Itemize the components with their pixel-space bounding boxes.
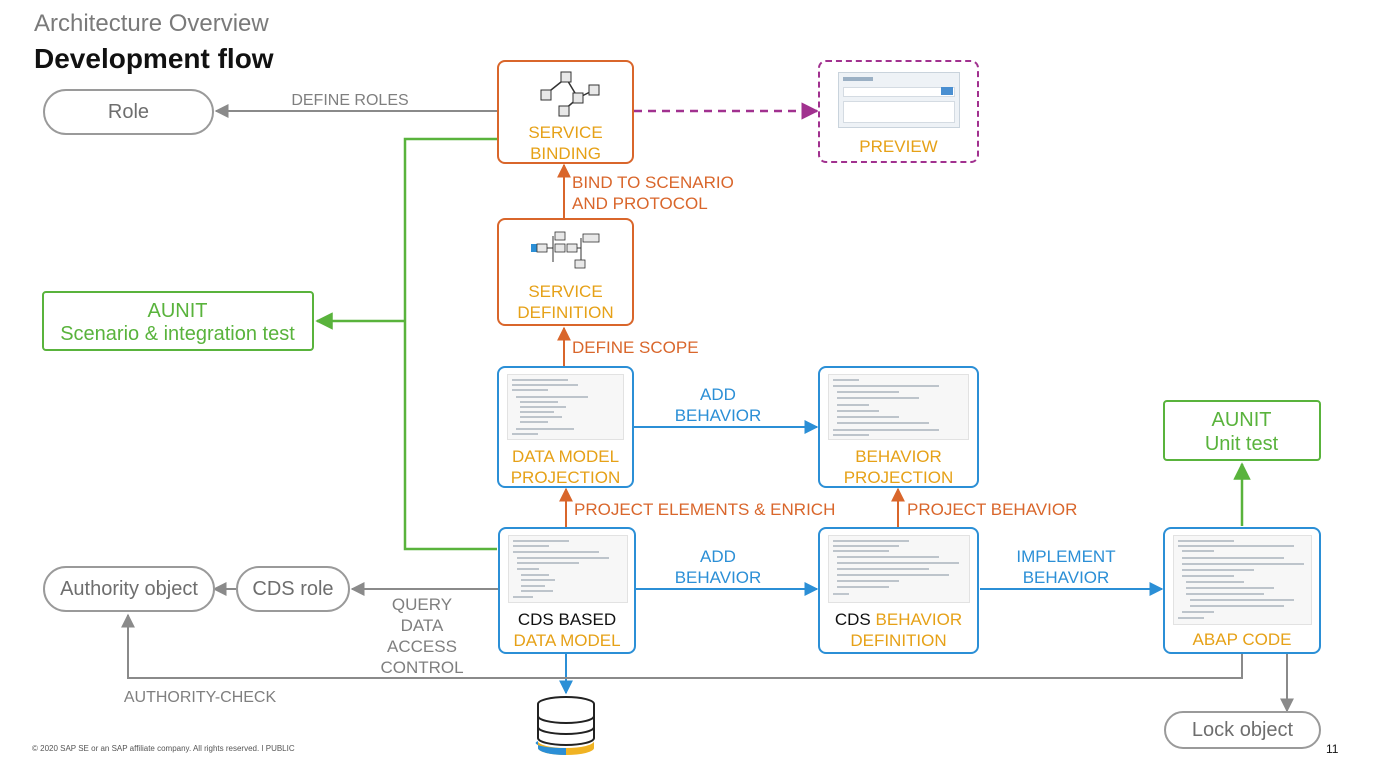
behavior-projection-line1: BEHAVIOR xyxy=(855,447,942,466)
edge-label-add-behavior-top-1: ADD xyxy=(700,385,736,404)
edge-label-define-scope: DEFINE SCOPE xyxy=(572,338,699,357)
network-nodes-icon xyxy=(540,71,600,117)
edge-label-authority-check: AUTHORITY-CHECK xyxy=(123,689,277,706)
page-title: Development flow xyxy=(34,43,274,74)
service-binding-box: SERVICE BINDING xyxy=(497,60,634,164)
edge-green-bracket xyxy=(403,137,497,551)
preview-label: PREVIEW xyxy=(859,137,938,156)
cds-data-model-prefix: CDS BASED xyxy=(517,610,617,629)
aunit-integration-box: AUNIT Scenario & integration test xyxy=(42,291,314,351)
edge-label-add-behavior-bottom-1: ADD xyxy=(700,547,736,566)
aunit-unit-box: AUNIT Unit test xyxy=(1163,400,1321,461)
service-definition-line1: SERVICE xyxy=(528,282,603,301)
code-thumbnail xyxy=(828,535,970,603)
edge-label-query-4: CONTROL xyxy=(380,658,464,677)
abap-code-box: ABAP CODE xyxy=(1163,527,1321,654)
service-definition-box: SERVICE DEFINITION xyxy=(497,218,634,326)
role-node: Role xyxy=(43,89,214,135)
code-lines-graphic xyxy=(833,379,939,436)
edge-label-implement-behavior-1: IMPLEMENT xyxy=(1016,547,1116,566)
edge-label-bind-scenario-1: BIND TO SCENARIO xyxy=(572,173,734,192)
edge-label-query-3: ACCESS xyxy=(387,637,457,656)
lock-object-node: Lock object xyxy=(1164,711,1321,749)
aunit-unit-subtitle: Unit test xyxy=(1204,433,1279,455)
cds-data-model-box: CDS BASED DATA MODEL xyxy=(498,527,636,654)
aunit-unit-title: AUNIT xyxy=(1211,409,1272,431)
service-binding-line2: BINDING xyxy=(530,144,601,163)
edge-label-add-behavior-top-2: BEHAVIOR xyxy=(674,406,762,425)
cds-behavior-main1: BEHAVIOR xyxy=(875,610,963,629)
abap-code-label: ABAP CODE xyxy=(1192,630,1292,649)
cds-data-model-main: DATA MODEL xyxy=(513,631,621,650)
aunit-integration-title: AUNIT xyxy=(147,300,208,322)
edge-authority-check xyxy=(121,613,1243,679)
edge-label-query-2: DATA xyxy=(400,616,444,635)
service-binding-line1: SERVICE xyxy=(528,123,603,142)
header-overline: Architecture Overview xyxy=(34,10,269,37)
edge-label-implement-behavior-2: BEHAVIOR xyxy=(1022,568,1110,587)
code-lines-graphic xyxy=(833,540,959,595)
preview-box: PREVIEW xyxy=(818,60,979,163)
edge-label-project-behavior: PROJECT BEHAVIOR xyxy=(907,500,1078,519)
dm-projection-line1: DATA MODEL xyxy=(511,447,620,466)
code-lines-graphic xyxy=(512,379,588,435)
preview-screenshot-thumbnail xyxy=(838,72,960,128)
behavior-projection-line2: PROJECTION xyxy=(843,468,954,487)
code-thumbnail xyxy=(1173,535,1312,625)
edge-label-add-behavior-bottom-2: BEHAVIOR xyxy=(674,568,762,587)
aunit-integration-subtitle: Scenario & integration test xyxy=(60,323,295,345)
cds-behavior-prefix: CDS xyxy=(834,610,871,629)
data-model-projection-box: DATA MODEL PROJECTION xyxy=(497,366,634,488)
footer-copyright: © 2020 SAP SE or an SAP affiliate compan… xyxy=(32,744,295,753)
edge-label-project-elements: PROJECT ELEMENTS & ENRICH xyxy=(574,500,836,519)
code-lines-graphic xyxy=(513,540,609,598)
cds-role-node: CDS role xyxy=(236,566,350,612)
code-thumbnail xyxy=(508,535,628,603)
cds-behavior-definition-box: CDS BEHAVIOR DEFINITION xyxy=(818,527,979,654)
page-number: 11 xyxy=(1326,742,1339,756)
code-lines-graphic xyxy=(1178,540,1304,619)
authority-object-node: Authority object xyxy=(43,566,215,612)
cds-behavior-main2: DEFINITION xyxy=(850,631,947,650)
code-thumbnail xyxy=(828,374,969,440)
database-icon xyxy=(535,696,595,755)
service-definition-line2: DEFINITION xyxy=(517,303,614,322)
behavior-projection-box: BEHAVIOR PROJECTION xyxy=(818,366,979,488)
code-thumbnail xyxy=(507,374,624,440)
dm-projection-line2: PROJECTION xyxy=(510,468,621,487)
edge-label-bind-scenario-2: AND PROTOCOL xyxy=(572,194,708,213)
edge-label-define-roles: DEFINE ROLES xyxy=(291,92,409,109)
tree-structure-icon xyxy=(531,231,600,269)
edge-label-query-1: QUERY xyxy=(391,595,453,614)
